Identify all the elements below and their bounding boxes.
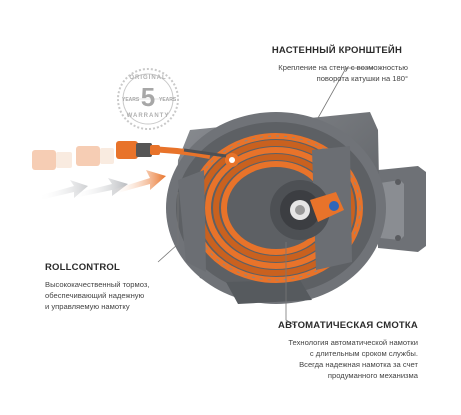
auto-title: АВТОМАТИЧЕСКАЯ СМОТКА xyxy=(278,320,418,331)
rollcontrol-brake xyxy=(225,153,239,167)
hose-connector xyxy=(116,141,160,159)
auto-desc-line: с длительным сроком службы. xyxy=(309,349,418,358)
ghost-connectors xyxy=(32,146,114,170)
bracket-desc-line: Крепление на стену с возможностью xyxy=(278,63,408,72)
leader-lines xyxy=(157,67,374,327)
auto-description: Технология автоматической намотки с длит… xyxy=(236,337,418,381)
warranty-badge-icon xyxy=(117,68,179,130)
warranty-arc-bottom: WARRANTY xyxy=(126,113,170,119)
rollcontrol-desc-line: Высококачественный тормоз, xyxy=(45,280,150,289)
reel-hub xyxy=(270,180,344,240)
bracket-description: Крепление на стену с возможностью поворо… xyxy=(230,62,408,84)
warranty-number: 5 xyxy=(140,82,156,112)
warranty-badge: ORIGINAL 5 YEARS YEARS WARRANTY xyxy=(116,68,180,132)
auto-desc-line: Технология автоматической намотки xyxy=(288,338,418,347)
bracket-desc-line: поворота катушки на 180° xyxy=(316,74,408,83)
rollcontrol-description: Высококачественный тормоз, обеспечивающи… xyxy=(45,279,195,312)
warranty-right-label: YEARS xyxy=(159,97,177,103)
rollcontrol-title: ROLLCONTROL xyxy=(45,262,121,273)
motion-arrows xyxy=(38,170,166,200)
warranty-arc-top: ORIGINAL xyxy=(129,75,167,81)
auto-desc-line: продуманного механизма xyxy=(327,371,418,380)
bracket-title: НАСТЕННЫЙ КРОНШТЕЙН xyxy=(271,45,402,56)
rollcontrol-desc-line: обеспечивающий надежную xyxy=(45,291,145,300)
rollcontrol-desc-line: и управляемую намотку xyxy=(45,302,130,311)
auto-desc-line: Всегда надежная намотка за счет xyxy=(299,360,418,369)
warranty-left-label: YEARS xyxy=(122,97,140,103)
